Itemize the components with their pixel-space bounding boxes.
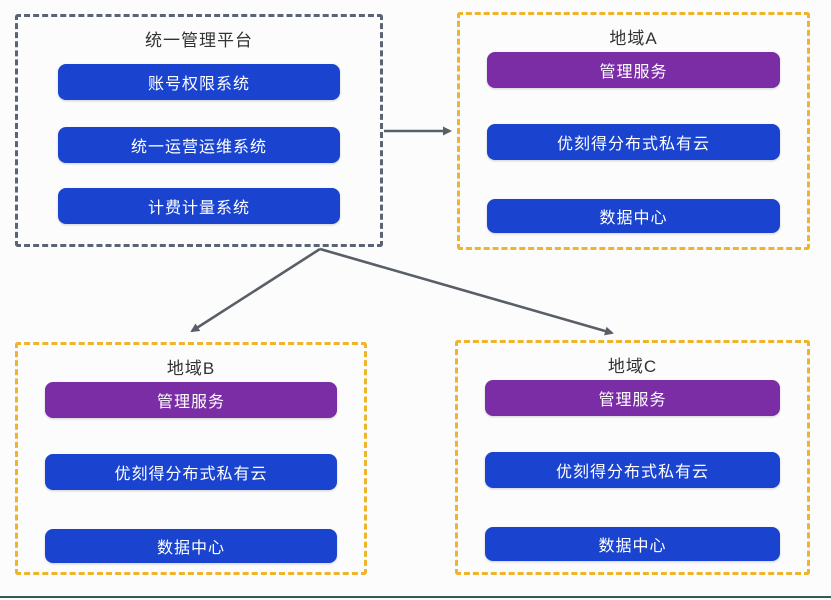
node-region-c-management-service: 管理服务 (485, 380, 780, 416)
bottom-edge-rule (0, 596, 831, 598)
platform-title: 统一管理平台 (145, 31, 253, 50)
region-b-title: 地域B (166, 359, 216, 378)
arrow-platform-to-region-c (319, 247, 614, 336)
node-unified-operation-maintenance-system: 统一运营运维系统 (58, 127, 340, 163)
region-c-title: 地域C (607, 357, 658, 376)
node-region-a-management-service: 管理服务 (487, 52, 780, 88)
arrow-platform-to-region-b (190, 247, 321, 333)
region-a-title: 地域A (609, 29, 658, 48)
region-b-group-box: 地域B 管理服务 优刻得分布式私有云 数据中心 (15, 342, 367, 575)
node-region-a-datacenter: 数据中心 (487, 199, 780, 233)
node-region-c-distributed-private-cloud: 优刻得分布式私有云 (485, 452, 780, 488)
node-account-permission-system: 账号权限系统 (58, 64, 340, 100)
node-region-c-datacenter: 数据中心 (485, 527, 780, 561)
node-region-a-distributed-private-cloud: 优刻得分布式私有云 (487, 124, 780, 160)
region-a-group-box: 地域A 管理服务 优刻得分布式私有云 数据中心 (457, 12, 810, 250)
node-billing-metering-system: 计费计量系统 (58, 188, 340, 224)
platform-group-box: 统一管理平台 账号权限系统 统一运营运维系统 计费计量系统 (15, 14, 383, 247)
region-c-group-box: 地域C 管理服务 优刻得分布式私有云 数据中心 (455, 340, 810, 575)
node-region-b-distributed-private-cloud: 优刻得分布式私有云 (45, 454, 337, 490)
node-region-b-management-service: 管理服务 (45, 382, 337, 418)
node-region-b-datacenter: 数据中心 (45, 529, 337, 563)
